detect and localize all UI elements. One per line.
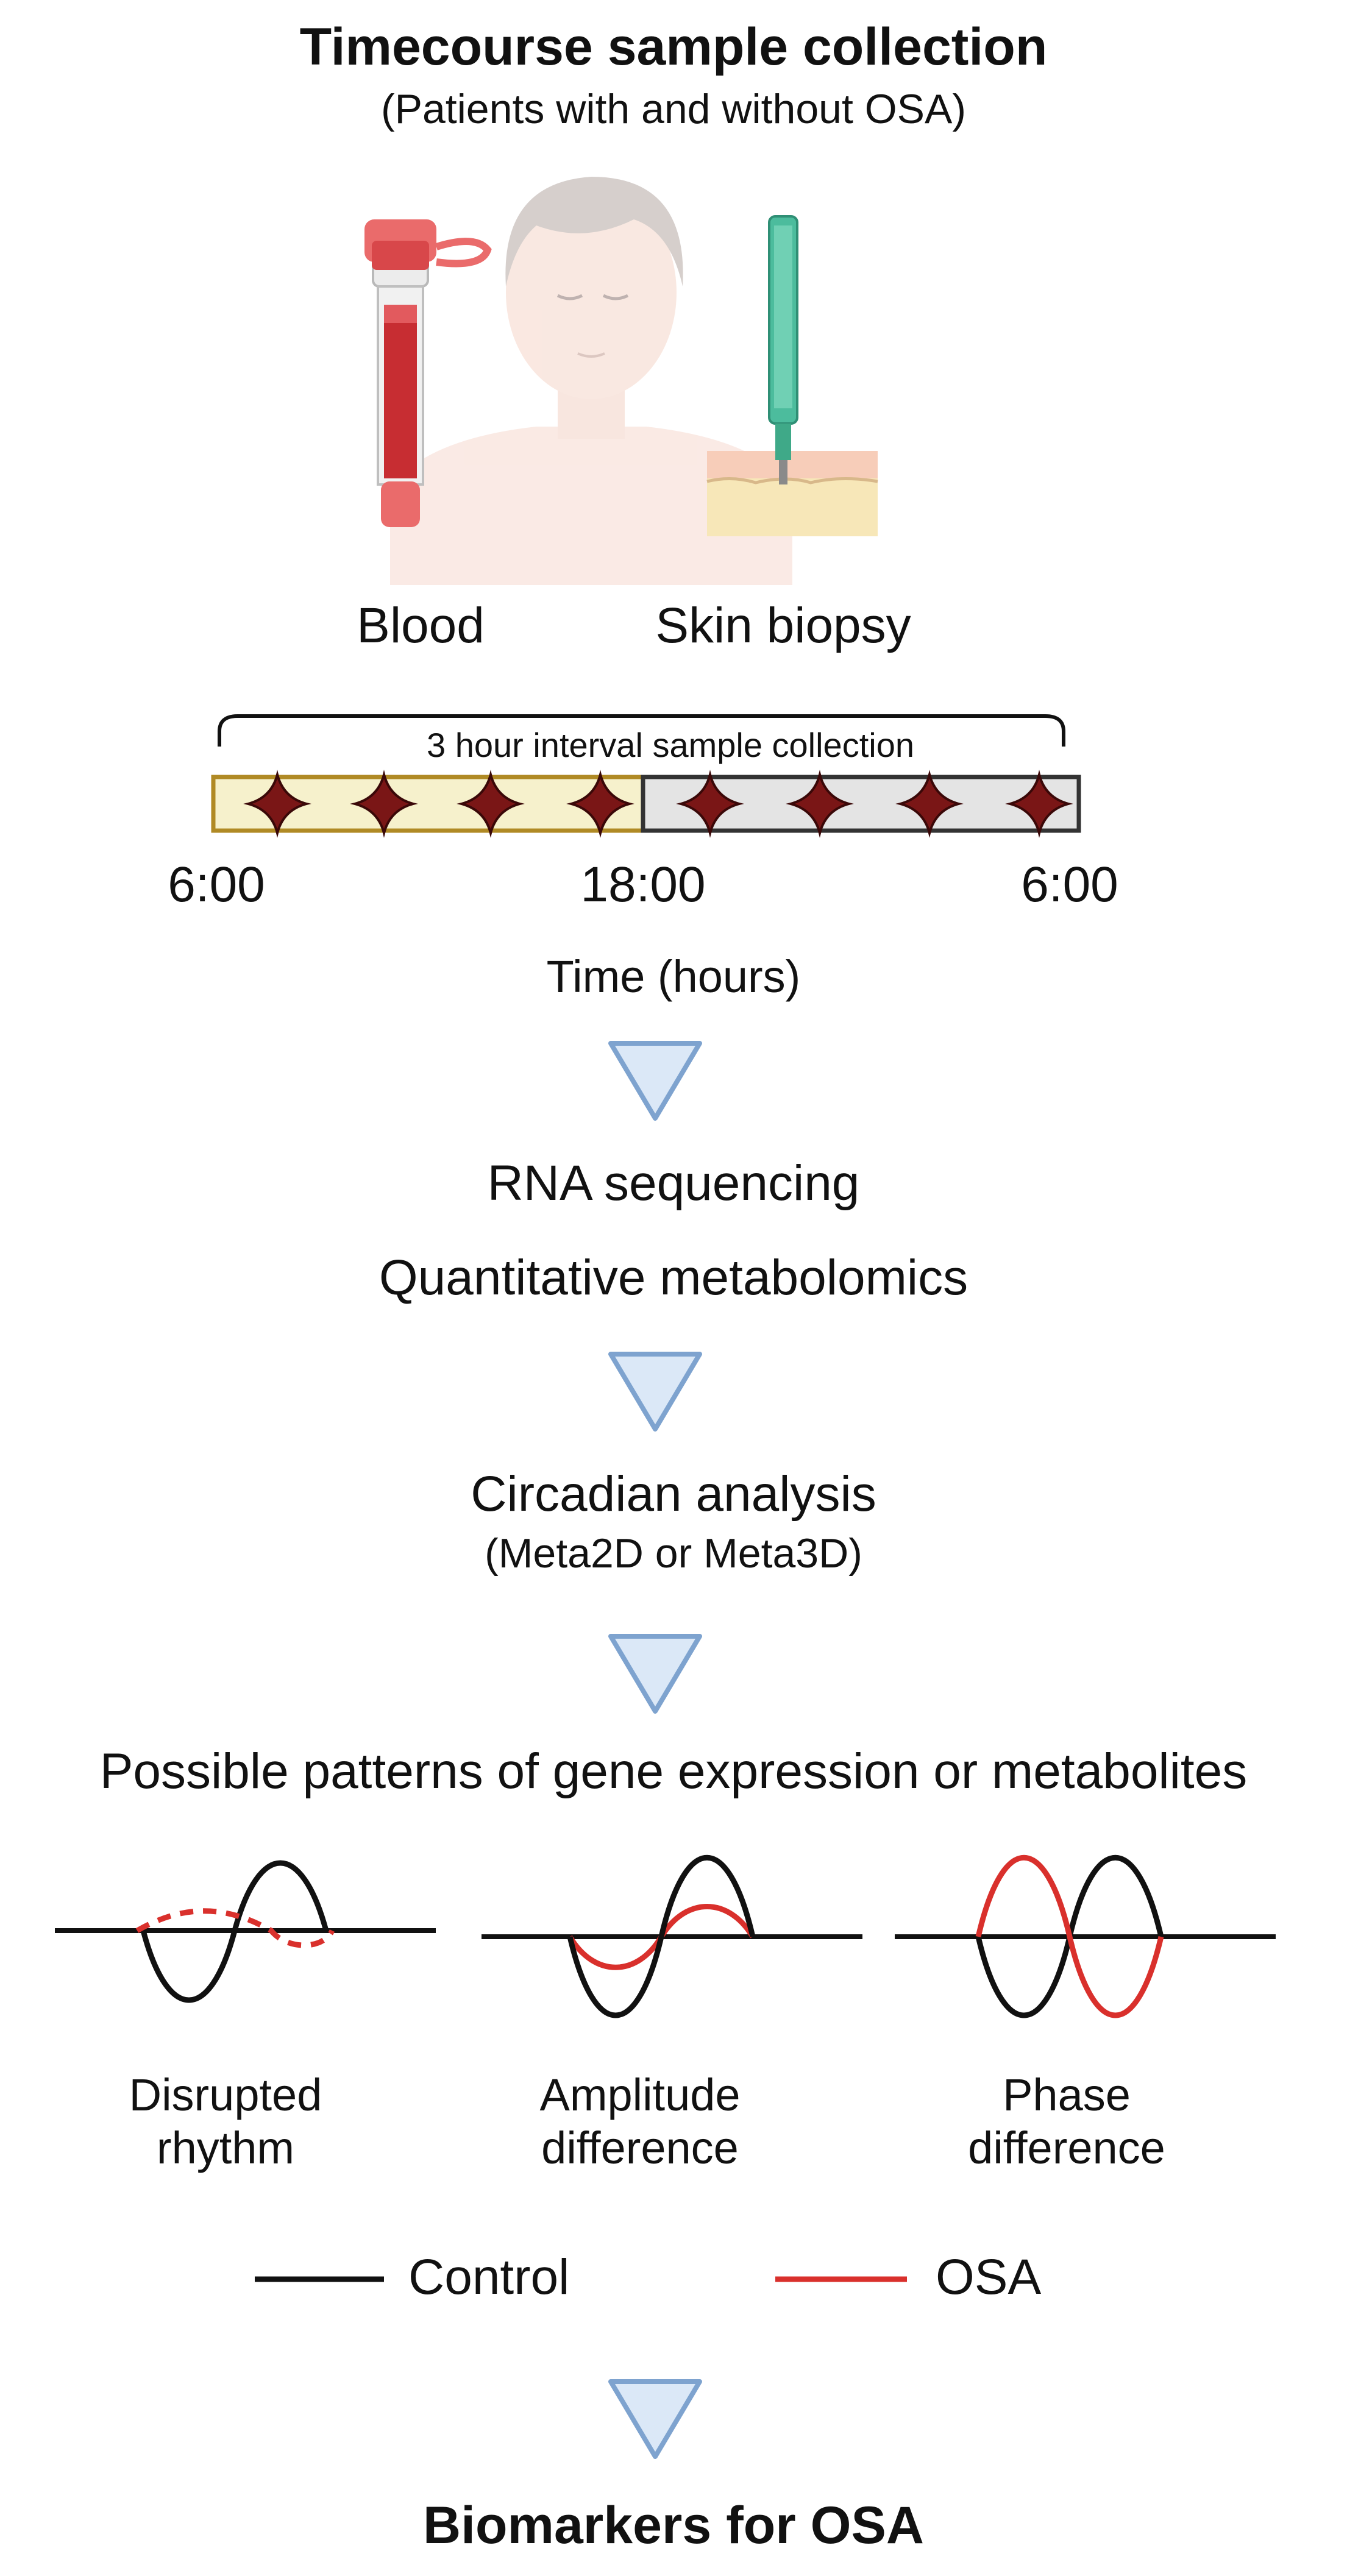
circadian-analysis-label: Circadian analysis xyxy=(471,1466,876,1522)
sample-timepoint-marker xyxy=(350,770,418,838)
disrupted-rhythm-plot xyxy=(55,1860,436,2003)
pattern-3-label-line1: Phase xyxy=(1003,2070,1131,2120)
pattern-2-label-line1: Amplitude xyxy=(539,2070,741,2120)
legend-control-label: Control xyxy=(408,2249,570,2305)
amplitude-difference-plot xyxy=(482,1855,862,2018)
skin-biopsy-label: Skin biopsy xyxy=(655,598,911,653)
osa-wave xyxy=(135,1908,335,1948)
phase-difference-plot xyxy=(895,1855,1276,2018)
sample-timepoint-marker xyxy=(457,770,525,838)
sample-timepoint-marker xyxy=(786,770,854,838)
control-wave xyxy=(567,1855,756,2018)
final-biomarkers-label: Biomarkers for OSA xyxy=(422,2496,925,2555)
sample-timepoint-marker xyxy=(566,770,634,838)
biopsy-punch-icon xyxy=(768,215,798,484)
control-wave xyxy=(140,1860,329,2003)
sample-timepoint-marker xyxy=(676,770,744,838)
tick-label-end: 6:00 xyxy=(1021,857,1118,912)
pattern-2-label-line2: difference xyxy=(541,2123,739,2173)
circadian-analysis-sublabel: (Meta2D or Meta3D) xyxy=(485,1530,862,1577)
skin-tissue-icon xyxy=(706,451,878,536)
rna-sequencing-label: RNA sequencing xyxy=(487,1155,860,1211)
sample-timepoint-marker xyxy=(1005,770,1073,838)
tick-label-mid: 18:00 xyxy=(580,857,706,912)
patient-figure-icon xyxy=(390,177,792,585)
time-axis-label: Time (hours) xyxy=(546,951,801,1002)
down-arrow-icon xyxy=(608,1352,702,1432)
sample-timepoint-marker xyxy=(243,770,311,838)
pattern-1-label-line2: rhythm xyxy=(156,2123,295,2173)
legend-osa-label: OSA xyxy=(936,2249,1042,2305)
tick-label-start: 6:00 xyxy=(168,857,265,912)
pattern-1-label-line1: Disrupted xyxy=(129,2070,322,2120)
metabolomics-label: Quantitative metabolomics xyxy=(379,1250,968,1305)
down-arrow-icon xyxy=(608,1041,702,1121)
sample-timepoint-marker xyxy=(895,770,964,838)
blood-label: Blood xyxy=(357,598,485,653)
subtitle: (Patients with and without OSA) xyxy=(380,86,966,132)
timeline-bracket-label: 3 hour interval sample collection xyxy=(427,726,914,764)
sample-illustration xyxy=(364,177,878,585)
osa-wave xyxy=(975,1855,1164,2018)
timeline xyxy=(211,714,1081,838)
pattern-3-label-line2: difference xyxy=(968,2123,1165,2173)
timeline-bracket xyxy=(218,714,1065,747)
blood-tube-icon xyxy=(364,219,492,527)
down-arrow-icon xyxy=(608,2379,702,2459)
down-arrow-icon xyxy=(608,1634,702,1714)
title: Timecourse sample collection xyxy=(299,18,1048,76)
patterns-title: Possible patterns of gene expression or … xyxy=(99,1744,1248,1799)
